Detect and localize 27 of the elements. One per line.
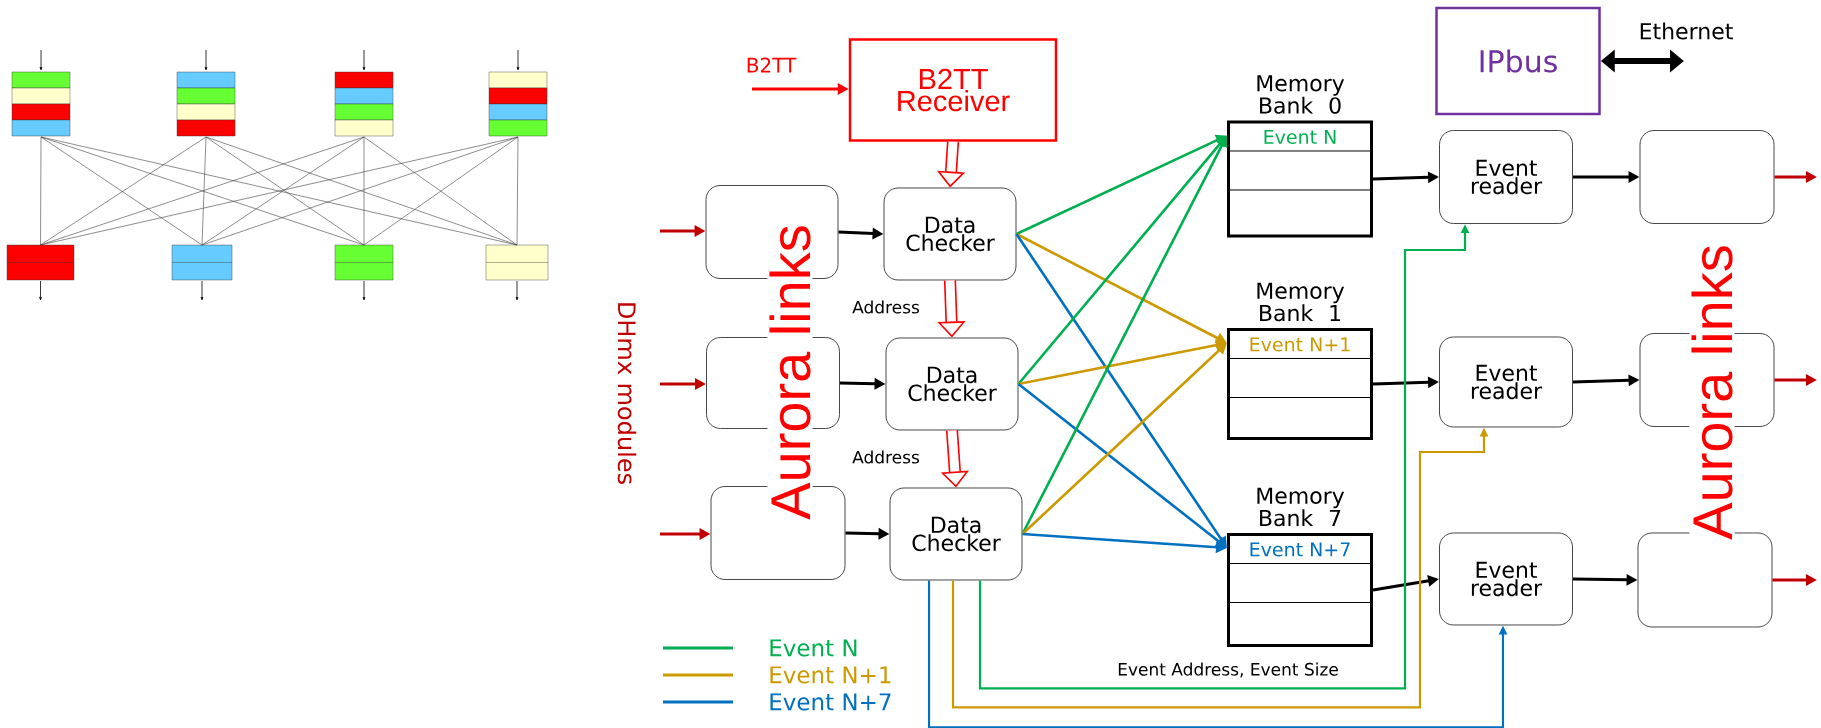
memory-table: Event N+7	[1227, 533, 1373, 647]
process-box: Data Checker	[889, 487, 1023, 581]
table-title: Memory Bank 1	[1257, 282, 1345, 322]
memory-table: Event N	[1227, 120, 1373, 238]
table-title: Memory Bank 7	[1257, 487, 1345, 527]
rounded-box	[1639, 130, 1775, 224]
process-box: Data Checker	[883, 187, 1017, 281]
process-box: Event reader	[1439, 336, 1573, 428]
process-box: Data Checker	[885, 337, 1019, 431]
vertical-label: Aurora links	[767, 222, 813, 522]
rotated-label: DHmx modules	[615, 298, 639, 488]
legend-text: Event N+1	[770, 666, 891, 684]
edge-label: Event Address, Event Size	[1116, 661, 1340, 679]
legend-text: Event N	[770, 639, 857, 657]
edge-label: Address	[851, 299, 921, 315]
arrow	[1021, 343, 1227, 535]
receiver-box: B2TT Receiver	[848, 38, 1058, 142]
process-box: Event reader	[1439, 532, 1573, 626]
vertical-label: Aurora links	[1689, 242, 1735, 542]
memory-table: Event N+1	[1227, 328, 1373, 440]
edge-label: B2TT	[744, 56, 798, 74]
edge-label: Address	[851, 449, 921, 465]
legend-text: Event N+7	[770, 693, 891, 711]
interface-box: IPbus	[1435, 6, 1601, 116]
process-box: Event reader	[1439, 130, 1573, 224]
table-title: Memory Bank 0	[1257, 75, 1345, 114]
edge-label: Ethernet	[1637, 21, 1735, 41]
